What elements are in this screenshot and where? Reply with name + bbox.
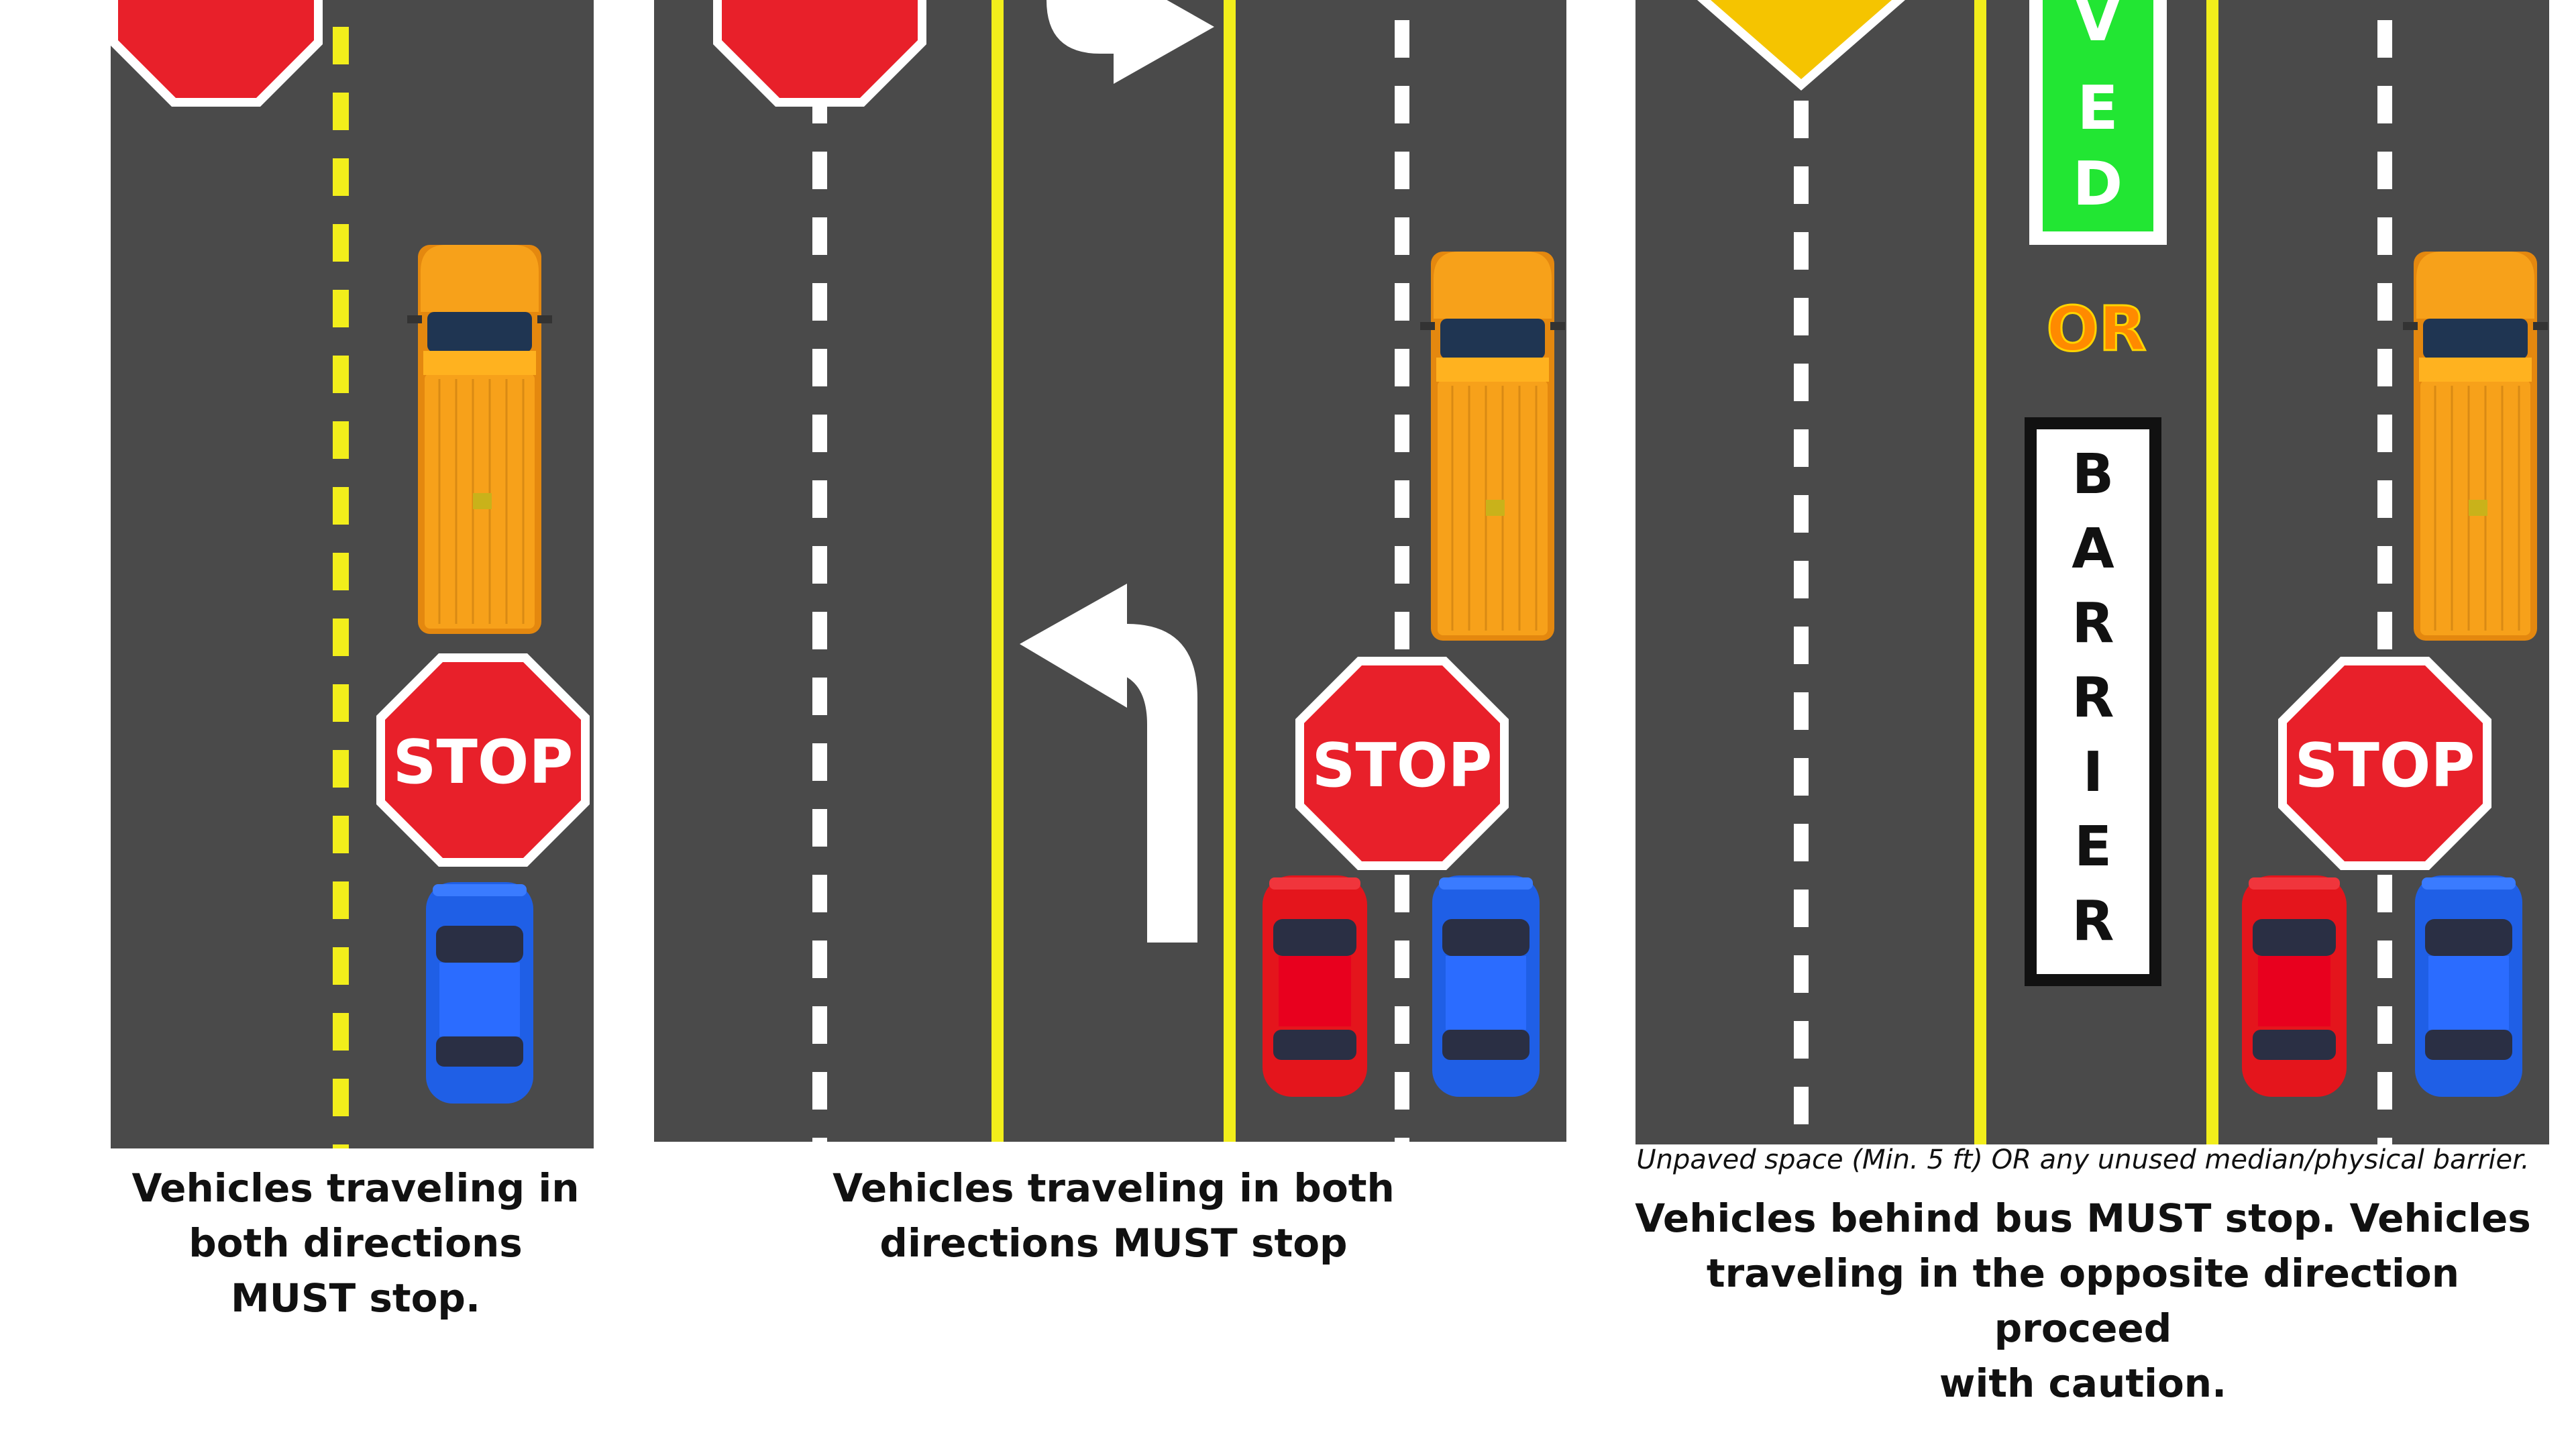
- panel-3-note: Unpaved space (Min. 5 ft) OR any unused …: [1636, 1144, 2530, 1175]
- stop-arm-sign: STOP: [2278, 657, 2491, 870]
- turn-arrow-top-icon: [1046, 0, 1214, 84]
- school-bus: [406, 244, 553, 635]
- red-car: [1263, 875, 1367, 1097]
- blue-car: [1432, 875, 1540, 1097]
- left-turn-arrow-icon: [1020, 584, 1197, 943]
- barrier-letter: R: [2072, 592, 2114, 655]
- barrier-letter: R: [2072, 890, 2114, 953]
- caption-line: directions MUST stop: [879, 1220, 1348, 1266]
- or-label: OR: [2046, 293, 2146, 365]
- blue-car: [426, 882, 533, 1104]
- stop-sign-label: STOP: [393, 727, 574, 798]
- barrier-letter: I: [2083, 741, 2104, 804]
- paved-shoulder-sign: V E D: [2029, 0, 2167, 245]
- barrier-letter: B: [2072, 443, 2114, 506]
- diamond-warning-sign: [1697, 0, 1905, 91]
- paved-sign-letter-3: D: [2073, 149, 2123, 219]
- barrier-letter: R: [2072, 666, 2114, 730]
- stop-arm-sign: STOP: [376, 653, 590, 867]
- red-car: [2242, 875, 2347, 1097]
- panel-two-lane-road: STOP: [109, 0, 594, 1148]
- paved-sign-letter-2: E: [2077, 73, 2118, 144]
- caption-line: Vehicles traveling in both: [833, 1165, 1395, 1211]
- paved-sign-letter-1: V: [2074, 0, 2121, 55]
- road-surface: [654, 0, 1566, 1142]
- barrier-letter: E: [2074, 815, 2112, 879]
- school-bus: [1419, 250, 1566, 642]
- caption-line: Vehicles traveling in: [131, 1165, 580, 1211]
- panel-center-turn-lane-road: STOP: [654, 0, 1566, 1142]
- stop-sign-label: STOP: [2295, 731, 2475, 801]
- school-bus: [2402, 250, 2549, 642]
- panel-3-caption: Vehicles behind bus MUST stop. Vehicles t…: [1623, 1191, 2542, 1411]
- caption-line: Vehicles behind bus MUST stop. Vehicles: [1635, 1195, 2531, 1241]
- panel-2-caption: Vehicles traveling in both directions MUS…: [678, 1161, 1550, 1271]
- caption-line: with caution.: [1939, 1360, 2227, 1406]
- caption-line: MUST stop.: [231, 1275, 480, 1321]
- stop-sign-label: STOP: [1312, 731, 1493, 801]
- caption-line: both directions: [189, 1220, 523, 1266]
- stop-arm-sign: STOP: [1295, 657, 1509, 870]
- blue-car: [2415, 875, 2522, 1097]
- caption-line: traveling in the opposite direction proc…: [1706, 1250, 2460, 1351]
- barrier-letter: A: [2072, 517, 2114, 581]
